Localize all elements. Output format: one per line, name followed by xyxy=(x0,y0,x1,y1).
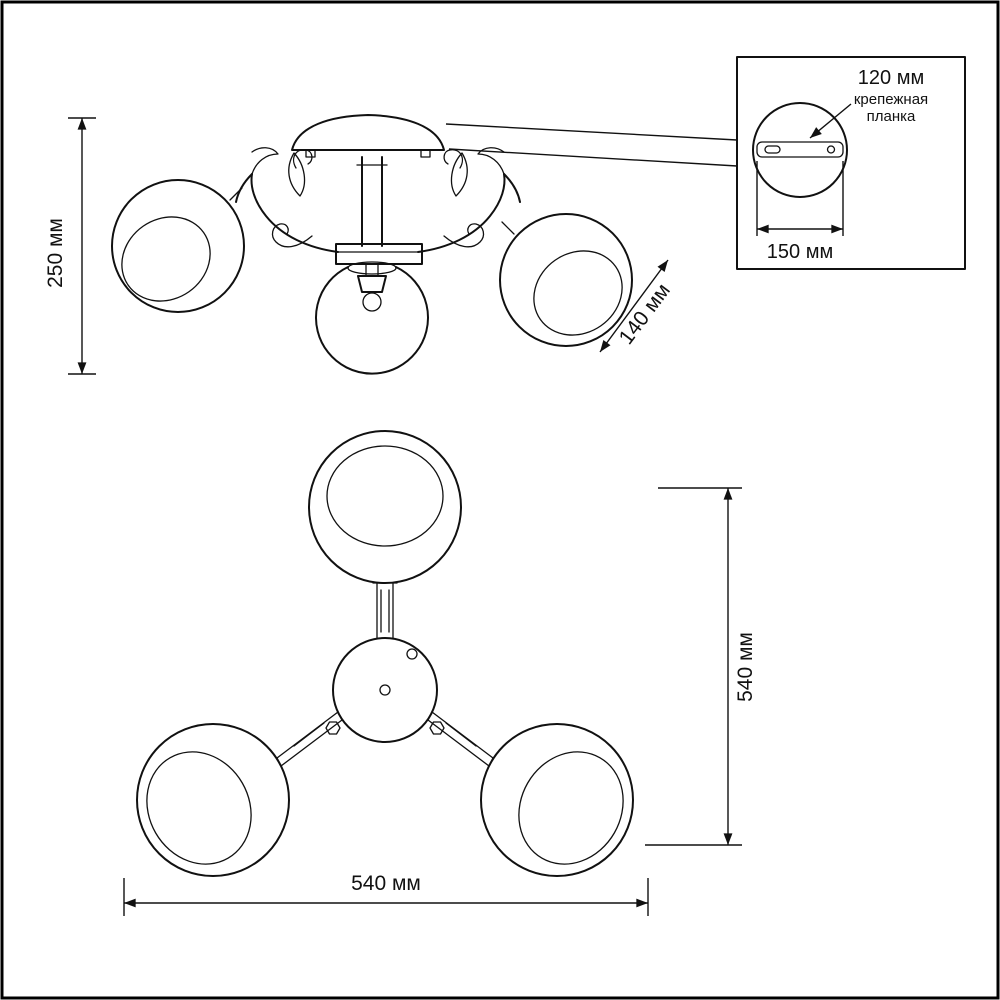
mounting-plate xyxy=(756,141,844,158)
detail-leader-lines xyxy=(445,123,738,167)
plan-central-mount xyxy=(325,637,445,743)
left-shade xyxy=(111,179,245,313)
center-shade xyxy=(315,261,429,375)
right-arm xyxy=(417,146,521,253)
plate-name-line1: крепежная xyxy=(854,91,928,108)
plan-right-shade xyxy=(480,723,634,877)
hole-spacing-label: 120 мм xyxy=(858,67,924,89)
dimension-plate-150: 150 мм xyxy=(756,161,844,263)
plate-length-label: 150 мм xyxy=(767,241,833,263)
plan-top-shade xyxy=(308,430,462,584)
central-stem xyxy=(356,156,388,247)
plan-left-arm xyxy=(276,711,343,767)
plan-width-label: 540 мм xyxy=(351,872,421,895)
inset-box xyxy=(736,56,966,270)
dimension-height-250: 250 мм xyxy=(44,117,96,375)
left-arm xyxy=(235,147,339,253)
hex-nut-right xyxy=(429,721,445,735)
ceiling-canopy xyxy=(291,114,445,158)
dimension-plan-width-540: 540 мм xyxy=(123,872,649,916)
dimension-plan-height-540: 540 мм xyxy=(645,487,757,846)
plan-left-shade xyxy=(136,723,290,877)
plan-view: 540 мм 540 мм xyxy=(123,430,757,916)
plan-top-arm xyxy=(372,582,398,639)
plan-right-arm xyxy=(427,711,494,767)
detail-circle xyxy=(752,102,848,198)
side-view: 250 мм 140 мм xyxy=(44,114,738,375)
height-dimension-label: 250 мм xyxy=(44,218,67,288)
hex-nut-left xyxy=(325,721,341,735)
shade-dimension-label: 140 мм xyxy=(615,279,675,349)
hub xyxy=(335,243,423,265)
plate-name-line2: планка xyxy=(867,108,916,125)
mount-detail-inset: 120 мм крепежная планка 150 мм xyxy=(736,56,966,270)
dimension-shade-140: 140 мм xyxy=(599,259,675,353)
plate-leader-arrow xyxy=(809,103,852,139)
plan-height-label: 540 мм xyxy=(734,632,757,702)
